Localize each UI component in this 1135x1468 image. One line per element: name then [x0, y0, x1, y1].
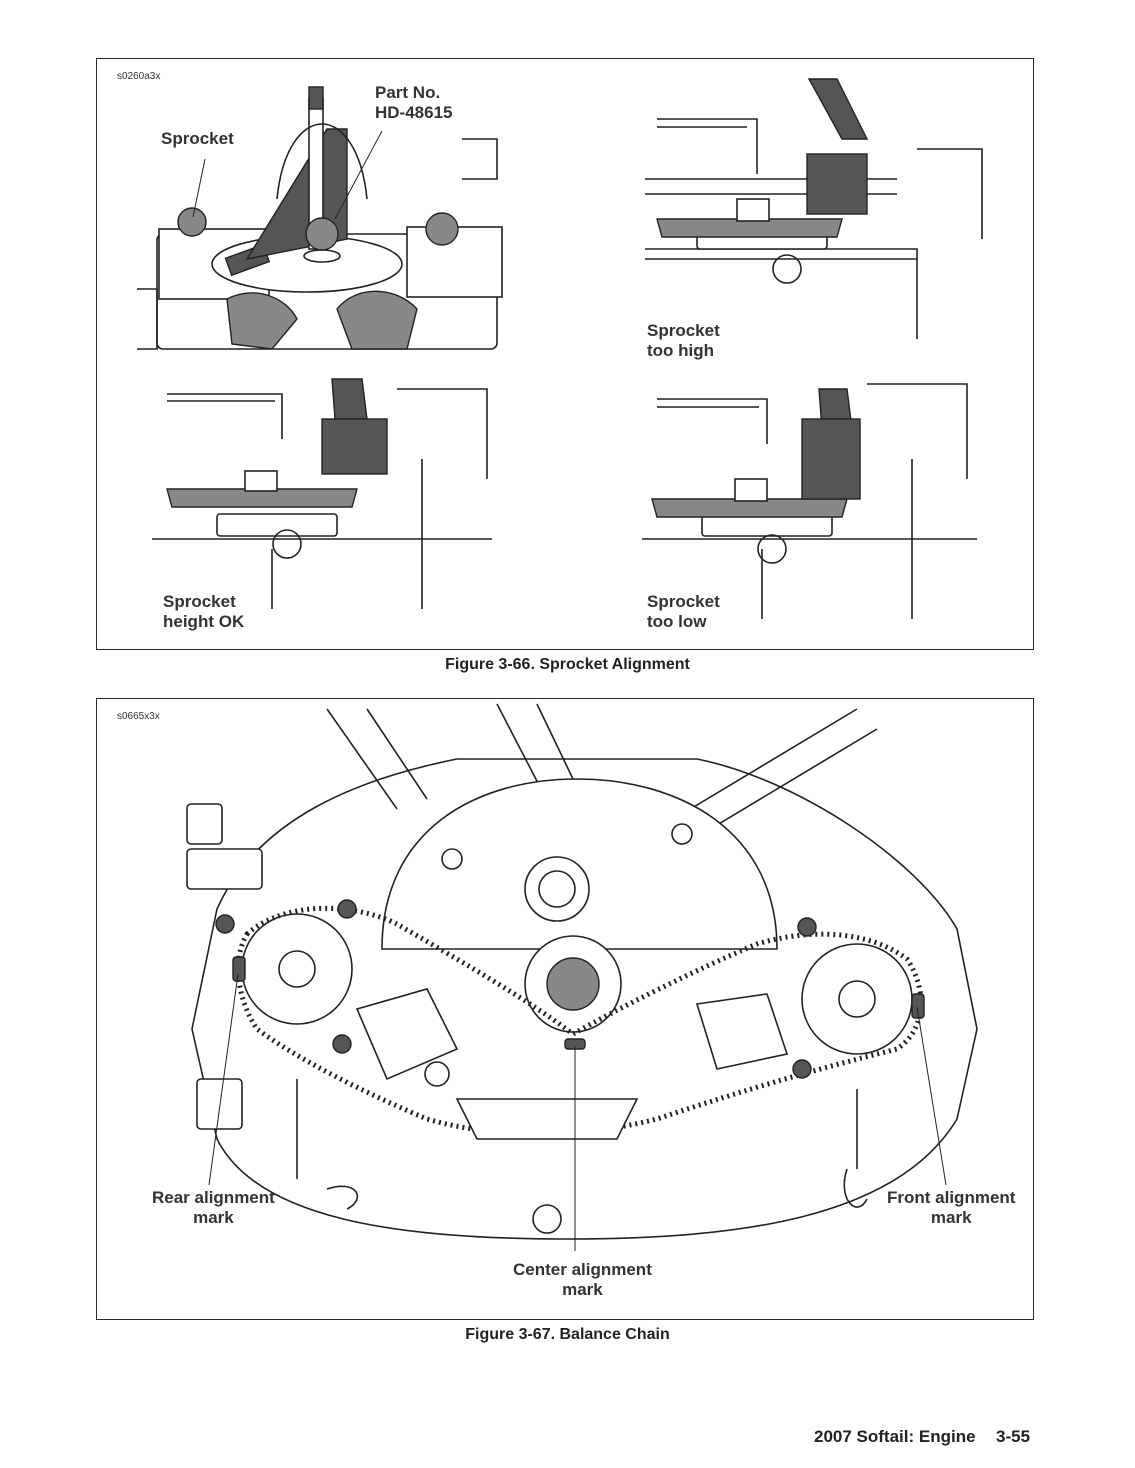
panel-too-high	[645, 78, 983, 339]
label-sprocket-too-low: Sprocket too low	[647, 592, 720, 631]
balance-chain-illustration	[186, 703, 978, 1251]
page-number: 3-55	[996, 1427, 1031, 1446]
panel-height-ok	[152, 378, 492, 609]
figure-sprocket-alignment: s0260a3x	[96, 58, 1034, 650]
label-center-alignment-mark: Center alignment mark	[513, 1260, 652, 1299]
footer-title: 2007 Softail: Engine	[814, 1427, 976, 1446]
figure-code: s0665x3x	[117, 711, 160, 722]
label-sprocket-too-high: Sprocket too high	[647, 321, 720, 360]
figure-balance-chain: s0665x3x	[96, 698, 1034, 1320]
label-part-no: Part No. HD-48615	[375, 83, 453, 122]
figure-caption: Figure 3-67. Balance Chain	[465, 1326, 670, 1343]
figure-caption: Figure 3-66. Sprocket Alignment	[445, 656, 690, 673]
label-sprocket-height-ok: Sprocket height OK	[163, 592, 245, 631]
sprocket-alignment-illustration	[137, 78, 983, 619]
label-rear-alignment-mark: Rear alignment mark	[152, 1188, 275, 1227]
panel-too-low	[642, 383, 977, 619]
label-front-alignment-mark: Front alignment mark	[887, 1188, 1016, 1227]
panel-tool-installed	[137, 86, 503, 350]
figure-code: s0260a3x	[117, 71, 161, 82]
label-sprocket: Sprocket	[161, 129, 234, 148]
